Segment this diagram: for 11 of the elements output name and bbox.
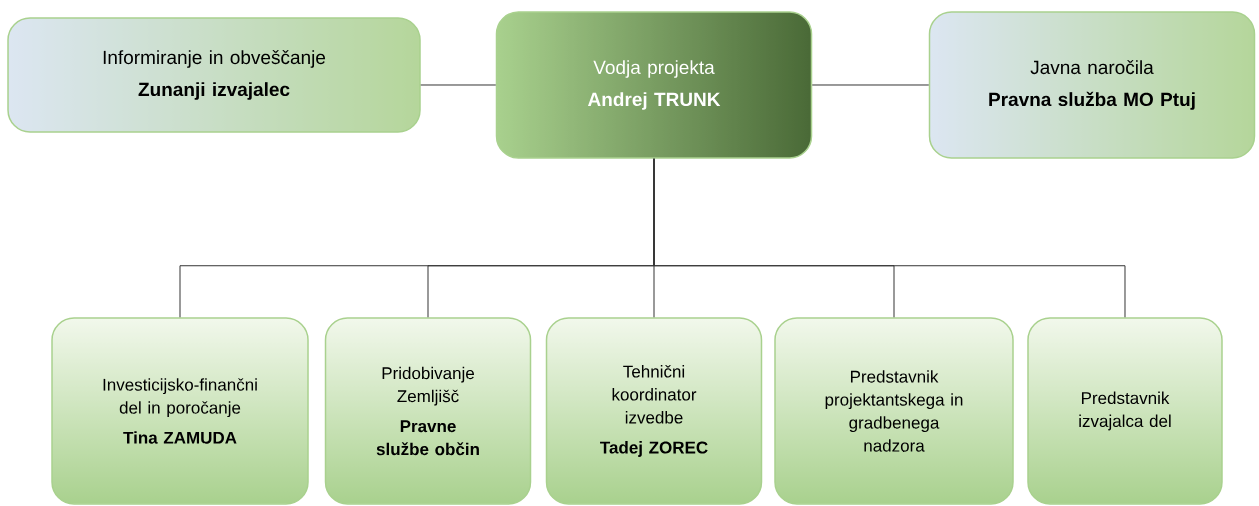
org-box: Predstavnik projektantskega in gradbenega nadzora: [774, 317, 1014, 505]
connector-line: [811, 84, 930, 86]
connector-line: [653, 158, 1126, 318]
org-box: Predstavnik izvajalca del: [1027, 317, 1223, 505]
org-box: Investicijsko-finančni del in poročanje Tina ZAMUDA: [51, 317, 309, 505]
org-box: Informiranje in obveščanje Zunanji izvajalec: [7, 17, 421, 133]
org-box: Vodja projekta Andrej TRUNK: [495, 11, 813, 159]
connector-line: [420, 84, 497, 86]
org-box: Javna naročila Pravna služba MO Ptuj: [928, 11, 1256, 159]
org-box: Tehnični koordinator izvedbe Tadej ZOREC: [545, 317, 763, 505]
org-box: Pridobivanje Zemljišč Pravne službe občin: [324, 317, 532, 505]
